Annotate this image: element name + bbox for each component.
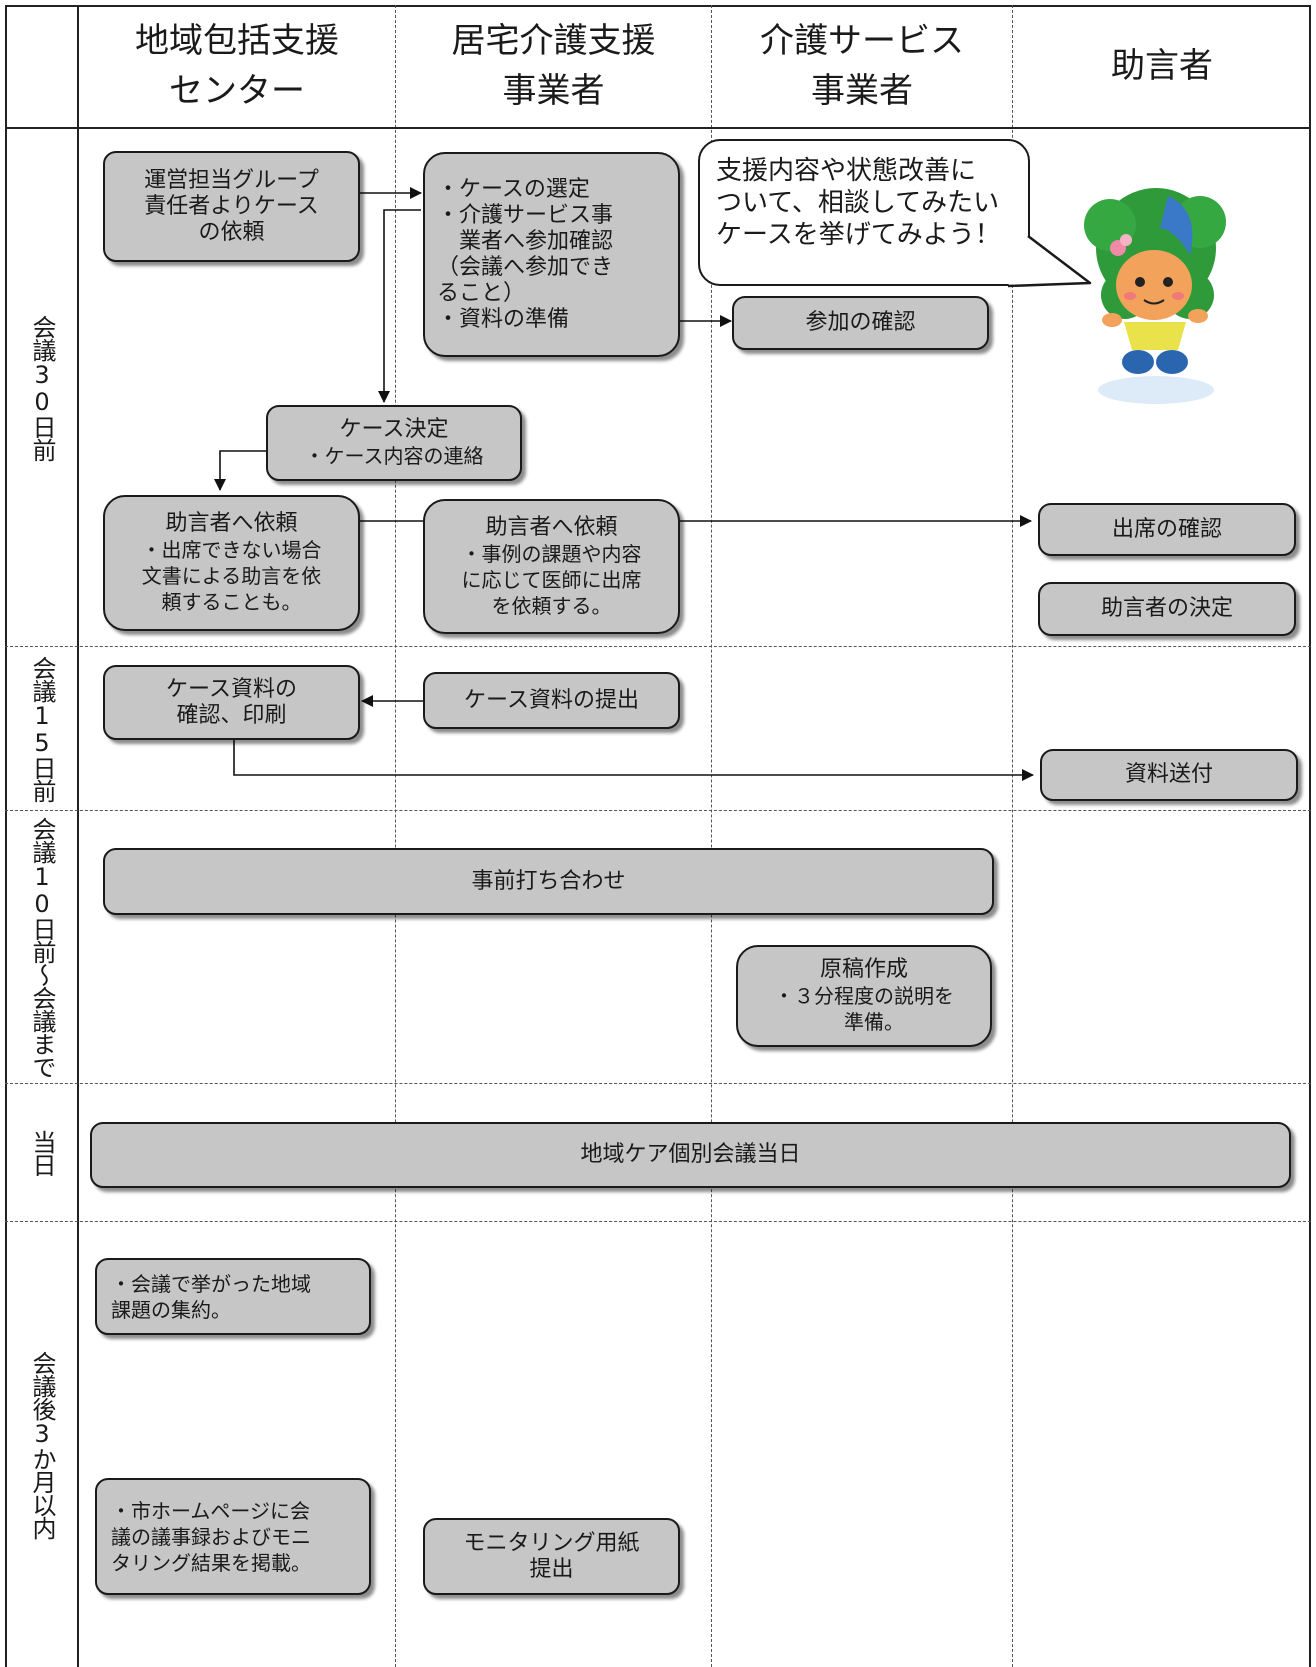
arrow [214, 450, 266, 491]
box-text: 責任者よりケース [144, 193, 319, 219]
box-text: 助言者の決定 [1100, 596, 1233, 621]
box-text: ・出席できない場合 [141, 538, 322, 562]
row-divider [5, 646, 1311, 647]
box-text: 準備。 [824, 1010, 904, 1034]
box-text: ・３分程度の説明を [774, 984, 954, 1008]
box-text: ケース資料の [166, 676, 297, 702]
box-monitoring: モニタリング用紙 提出 [423, 1518, 680, 1595]
box-text: 課題の集約。 [111, 1297, 231, 1322]
box-title: 助言者へ依頼 [485, 514, 618, 540]
box-case-request: 運営担当グループ 責任者よりケース の依頼 [103, 151, 360, 262]
box-title: 助言者へ依頼 [165, 511, 298, 536]
box-case-select: ・ケースの選定 ・介護サービス事 業者へ参加確認 （会議へ参加でき ること） ・… [423, 152, 680, 357]
box-material-send: 資料送付 [1040, 749, 1298, 801]
header-divider [5, 127, 1311, 129]
box-title: 原稿作成 [819, 957, 908, 982]
box-text: ・ケースの選定 [437, 176, 590, 202]
box-text: モニタリング用紙 [463, 1530, 640, 1556]
header-line: 居宅介護支援 [451, 21, 656, 61]
box-text: 資料送付 [1124, 762, 1213, 787]
row-divider [5, 1083, 1311, 1084]
bubble-text: ついて、相談してみたい [716, 188, 1000, 218]
box-text: ・市ホームページに会 [111, 1498, 310, 1523]
box-text: ・事例の課題や内容 [461, 541, 642, 566]
flow-table-frame [5, 5, 1311, 1667]
arrow [233, 740, 1034, 781]
column-header-kyotaku: 居宅介護支援事業者 [396, 7, 711, 125]
row-label-today: 当日 [28, 1130, 56, 1176]
box-text: ・介護サービス事 [437, 202, 614, 228]
box-case-decision: ケース決定 ・ケース内容の連絡 [266, 405, 522, 481]
box-adviser-request-kyotaku: 助言者へ依頼 ・事例の課題や内容 に応じて医師に出席 を依頼する。 [423, 499, 680, 634]
box-text: 出席の確認 [1111, 516, 1222, 542]
row-label-15days: 会議15日前 [28, 656, 56, 802]
box-draft: 原稿作成 ・３分程度の説明を 準備。 [736, 945, 992, 1047]
box-issue-summary: ・会議で挙がった地域 課題の集約。 [95, 1258, 371, 1335]
box-text: ケース資料の提出 [464, 687, 639, 713]
box-text: ・会議で挙がった地域 [111, 1271, 311, 1296]
column-header-adviser: 助言者 [1013, 7, 1311, 125]
box-text: 頼することも。 [161, 590, 302, 614]
box-text: 運営担当グループ [144, 167, 319, 193]
box-publish: ・市ホームページに会 議の議事録およびモニ タリング結果を掲載。 [95, 1478, 371, 1595]
row-label-30days: 会議30日前 [28, 314, 56, 461]
box-adviser-request-center: 助言者へ依頼 ・出席できない場合 文書による助言を依 頼することも。 [103, 495, 360, 631]
box-pre-meeting: 事前打ち合わせ [103, 848, 994, 915]
box-case-material-submit: ケース資料の提出 [423, 672, 680, 729]
box-text: を依頼する。 [491, 593, 612, 618]
header-line: 事業者 [811, 71, 913, 111]
column-header-houkatsu: 地域包括支援センター [79, 7, 395, 125]
box-text: 業者へ参加確認 [437, 228, 614, 254]
header-line: 地域包括支援 [135, 21, 339, 61]
box-text: 参加の確認 [805, 310, 916, 335]
header-line: 介護サービス [760, 21, 964, 61]
header-line: 助言者 [1111, 46, 1213, 86]
box-attendance-confirm: 出席の確認 [1038, 503, 1296, 556]
column-divider [711, 5, 712, 1667]
box-text: ・資料の準備 [437, 306, 570, 332]
box-meeting-day: 地域ケア個別会議当日 [90, 1122, 1291, 1188]
box-text: の依頼 [198, 219, 265, 245]
box-text: 提出 [529, 1556, 574, 1582]
box-text: 議の議事録およびモニ [111, 1524, 311, 1549]
speech-bubble: 支援内容や状態改善に ついて、相談してみたい ケースを挙げてみよう！ [698, 139, 1030, 286]
row-label-10days: 会議10日前〜会議まで [28, 817, 56, 1078]
header-line: 事業者 [502, 71, 605, 111]
column-divider [395, 5, 396, 1667]
box-text: ・ケース内容の連絡 [304, 444, 484, 468]
box-text: ること） [437, 280, 526, 306]
bubble-text: ケースを挙げてみよう！ [716, 220, 1001, 250]
box-text: タリング結果を掲載。 [111, 1550, 311, 1575]
row-divider [5, 1221, 1311, 1222]
row-divider [5, 810, 1311, 811]
box-case-material-check: ケース資料の 確認、印刷 [103, 665, 360, 740]
box-text: 確認、印刷 [176, 702, 287, 728]
box-text: 文書による助言を依 [141, 564, 322, 588]
column-divider [1012, 5, 1013, 1667]
box-text: 事前打ち合わせ [471, 868, 626, 894]
box-confirm-participation: 参加の確認 [732, 296, 989, 350]
box-adviser-decision: 助言者の決定 [1038, 582, 1296, 636]
box-text: 地域ケア個別会議当日 [580, 1142, 801, 1167]
row-label-after: 会議後3か月以内 [28, 1351, 56, 1539]
column-divider [77, 5, 79, 1667]
box-title: ケース決定 [339, 417, 449, 442]
column-header-service: 介護サービス事業者 [712, 7, 1012, 125]
header-line: センター [169, 71, 305, 111]
box-text: （会議へ参加でき [437, 254, 614, 280]
bubble-text: 支援内容や状態改善に [716, 156, 977, 186]
box-text: に応じて医師に出席 [461, 567, 642, 592]
arrow [378, 209, 421, 403]
